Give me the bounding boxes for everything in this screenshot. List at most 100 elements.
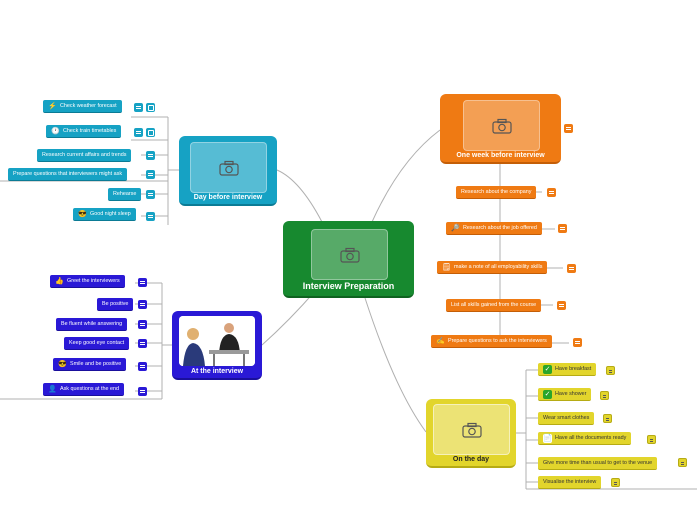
branch-on-the-day[interactable]: On the day <box>426 399 516 468</box>
list-item[interactable]: Research about the company <box>456 186 537 199</box>
list-item-label: Ask questions at the end <box>60 385 120 392</box>
list-item-label: Good night sleep <box>90 210 131 217</box>
central-topic-label: Interview Preparation <box>302 281 395 291</box>
person-icon: 👤 <box>48 385 57 393</box>
sunglasses-smiley-icon: 😎 <box>58 360 67 368</box>
image-placeholder <box>463 100 540 151</box>
list-item[interactable]: Be fluent while answering <box>56 318 128 331</box>
notes-icon[interactable] <box>564 124 573 133</box>
camera-icon <box>461 422 482 438</box>
notes-icon[interactable] <box>678 458 687 467</box>
clock-icon: 🕐 <box>51 127 60 135</box>
documents-icon: 📄 <box>543 433 552 443</box>
sunglasses-smiley-icon: 😎 <box>78 210 87 218</box>
list-item-label: make a note of all employability skills <box>454 263 543 270</box>
list-item-label: Prepare questions to ask the interviewer… <box>448 337 547 344</box>
list-item[interactable]: ⚡Check weather forecast <box>43 100 122 113</box>
image-placeholder <box>433 404 510 455</box>
list-item-label: Keep good eye contact <box>69 339 125 346</box>
link-on-the-day <box>364 297 427 433</box>
list-item-label: Visualise the interview <box>543 478 597 485</box>
notes-icon[interactable] <box>138 339 147 348</box>
notepad-icon: 🗒 <box>442 263 451 271</box>
notes-icon[interactable] <box>146 170 155 179</box>
list-item[interactable]: Prepare questions that interviewers migh… <box>8 168 128 181</box>
notes-icon[interactable] <box>146 212 155 221</box>
list-item[interactable]: ✍Prepare questions to ask the interviewe… <box>431 335 552 348</box>
list-item-label: Check weather forecast <box>60 102 117 109</box>
magnifier-icon: 🔎 <box>451 224 460 232</box>
list-item-label: Wear smart clothes <box>543 414 590 421</box>
notes-icon[interactable] <box>606 366 615 375</box>
calendar-icon[interactable] <box>146 103 155 112</box>
list-item[interactable]: 😎Smile and be positive <box>53 358 127 371</box>
notes-icon[interactable] <box>647 435 656 444</box>
list-item[interactable]: ✓Have breakfast <box>538 363 597 376</box>
branch-week-before[interactable]: One week before interview <box>440 94 561 164</box>
list-item[interactable]: Research current affairs and trends <box>37 149 132 162</box>
list-item[interactable]: 👤Ask questions at the end <box>43 383 125 396</box>
camera-icon <box>218 160 239 176</box>
list-item[interactable]: 😎Good night sleep <box>73 208 136 221</box>
camera-icon <box>491 118 512 134</box>
camera-icon <box>339 247 360 263</box>
notes-icon[interactable] <box>138 300 147 309</box>
list-item[interactable]: 🗒make a note of all employability skills <box>437 261 548 274</box>
central-topic[interactable]: Interview Preparation <box>283 221 414 298</box>
list-item[interactable]: Visualise the interview <box>538 476 602 489</box>
calendar-icon[interactable] <box>146 128 155 137</box>
list-item-label: Have breakfast <box>555 365 592 372</box>
list-item[interactable]: List all skills gained from the course <box>446 299 542 312</box>
notes-icon[interactable] <box>146 151 155 160</box>
notes-icon[interactable] <box>134 128 143 137</box>
list-item[interactable]: 🔎Research about the job offered <box>446 222 542 235</box>
list-item-label: Smile and be positive <box>70 360 122 367</box>
link-week-before <box>371 129 441 223</box>
notes-icon[interactable] <box>573 338 582 347</box>
notes-icon[interactable] <box>138 362 147 371</box>
checkmark-icon: ✓ <box>543 364 552 374</box>
notes-icon[interactable] <box>558 224 567 233</box>
branch-day-before[interactable]: Day before interview <box>179 136 277 206</box>
notes-icon[interactable] <box>138 387 147 396</box>
list-item-label: Check train timetables <box>63 127 117 134</box>
lightning-icon: ⚡ <box>48 102 57 110</box>
image-placeholder <box>311 229 388 280</box>
list-item-label: Research about the job offered <box>463 224 537 231</box>
list-item[interactable]: Rehearse <box>108 188 142 201</box>
list-item[interactable]: Be positive <box>97 298 134 311</box>
list-item[interactable]: Wear smart clothes <box>538 412 595 425</box>
notes-icon[interactable] <box>138 320 147 329</box>
notes-icon[interactable] <box>611 478 620 487</box>
list-item-label: Be positive <box>102 300 129 307</box>
list-item-label: Give more time than usual to get to the … <box>543 459 653 466</box>
link-day-before <box>276 169 323 223</box>
list-item[interactable]: 📄Have all the documents ready <box>538 432 632 445</box>
notes-icon[interactable] <box>567 264 576 273</box>
list-item[interactable]: Keep good eye contact <box>64 337 130 350</box>
thumbs-up-icon: 👍 <box>55 277 64 285</box>
branch-day-before-label: Day before interview <box>193 194 263 201</box>
interview-photo <box>179 316 255 366</box>
list-item[interactable]: 👍Greet the interviewers <box>50 275 125 288</box>
list-item-label: Have all the documents ready <box>555 434 627 441</box>
list-item[interactable]: ✓Have shower <box>538 388 592 401</box>
notes-icon[interactable] <box>547 188 556 197</box>
pencil-icon: ✍ <box>436 337 445 345</box>
list-item[interactable]: Give more time than usual to get to the … <box>538 457 658 470</box>
checkmark-icon: ✓ <box>543 389 552 399</box>
notes-icon[interactable] <box>557 301 566 310</box>
notes-icon[interactable] <box>138 278 147 287</box>
list-item-label: List all skills gained from the course <box>451 301 537 308</box>
notes-icon[interactable] <box>146 190 155 199</box>
list-item-label: Have shower <box>555 390 587 397</box>
notes-icon[interactable] <box>134 103 143 112</box>
branch-at-interview[interactable]: At the interview <box>172 311 262 380</box>
link-at-interview <box>261 289 317 346</box>
list-item-label: Be fluent while answering <box>61 320 123 327</box>
list-item-label: Research current affairs and trends <box>42 151 127 158</box>
list-item[interactable]: 🕐Check train timetables <box>46 125 122 138</box>
notes-icon[interactable] <box>603 414 612 423</box>
list-item-label: Greet the interviewers <box>67 277 120 284</box>
notes-icon[interactable] <box>600 391 609 400</box>
